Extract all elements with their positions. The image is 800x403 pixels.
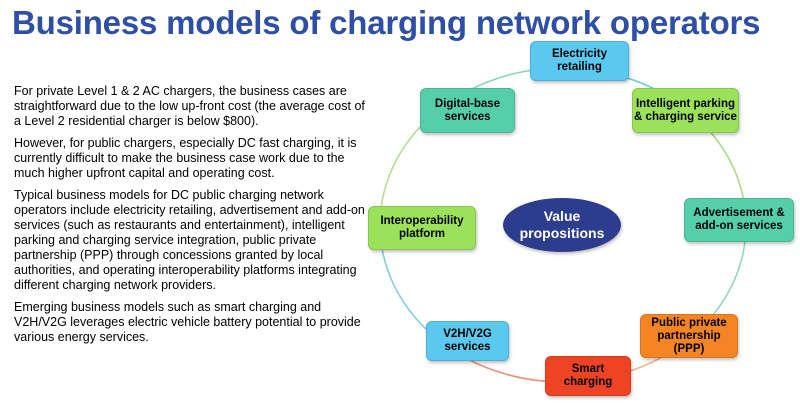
paragraph-typical-models: Typical business models for DC public ch… [14,188,365,292]
paragraph-public-chargers: However, for public chargers, especially… [14,136,357,180]
slide-title: Business models of charging network oper… [12,4,761,41]
node-electricity-retailing: Electricity retailing [530,41,629,81]
node-interoperability-platform: Interoperability platform [368,206,476,250]
node-smart-charging: Smart charging [545,356,631,396]
node-intelligent-parking: Intelligent parking & charging service [632,88,739,133]
value-proposition-diagram: Value propositions Electricity retailing… [360,36,800,403]
center-value-propositions: Value propositions [503,198,621,252]
body-text: For private Level 1 & 2 AC chargers, the… [14,84,374,352]
paragraph-private-chargers: For private Level 1 & 2 AC chargers, the… [14,84,365,128]
node-digital-base-services: Digital-base services [420,88,515,133]
node-v2h-v2g: V2H/V2G services [426,321,509,361]
node-advertisement-addon: Advertisement & add-on services [684,198,794,242]
paragraph-emerging-models: Emerging business models such as smart c… [14,300,361,344]
node-public-private-partnership: Public private partnership (PPP) [640,314,738,358]
